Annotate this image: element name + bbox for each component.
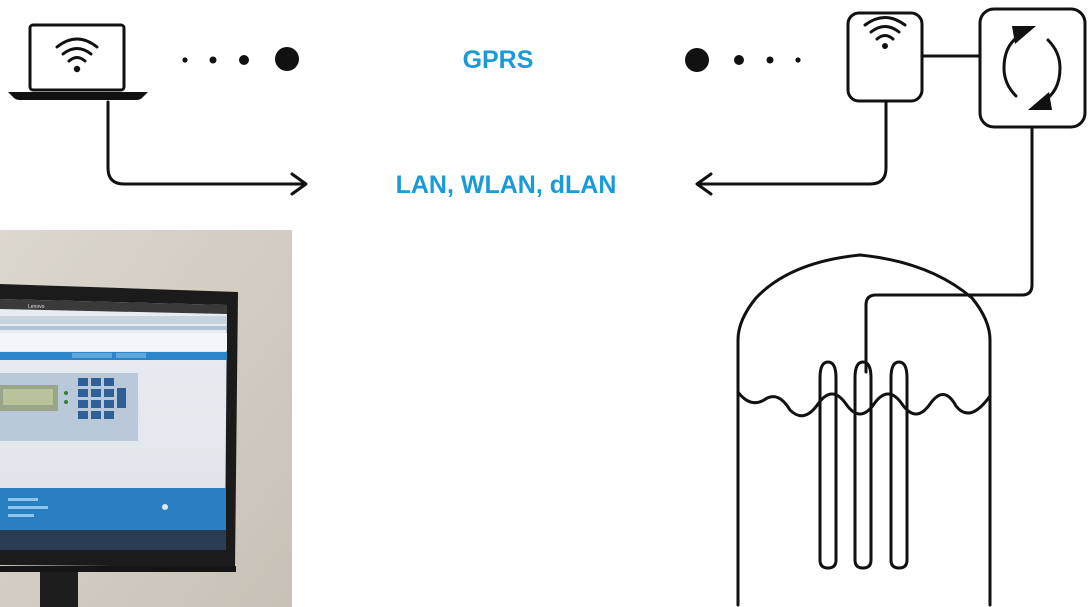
liquid-surface (736, 390, 992, 418)
heating-coil (818, 360, 909, 570)
router-wifi-icon (846, 11, 924, 103)
storage-tank-icon (736, 253, 992, 607)
monitor-image: Lenovo (0, 230, 292, 607)
router-wifi-symbol (863, 16, 907, 49)
monitor-photo: Lenovo (0, 230, 292, 607)
gprs-dots-right (685, 48, 801, 72)
controller-tank-pipe (864, 125, 1034, 374)
monitor-brand: Lenovo (28, 304, 45, 310)
laptop-to-lan-arrow (106, 100, 308, 196)
gprs-dots-left (182, 47, 299, 71)
gprs-label: GPRS (463, 46, 534, 74)
lan-label: LAN, WLAN, dLAN (396, 171, 617, 199)
sync-cycle-icon (978, 7, 1087, 129)
laptop-wifi-icon (8, 23, 148, 100)
router-to-lan-arrow (695, 100, 888, 196)
laptop-wifi-symbol (55, 37, 99, 73)
